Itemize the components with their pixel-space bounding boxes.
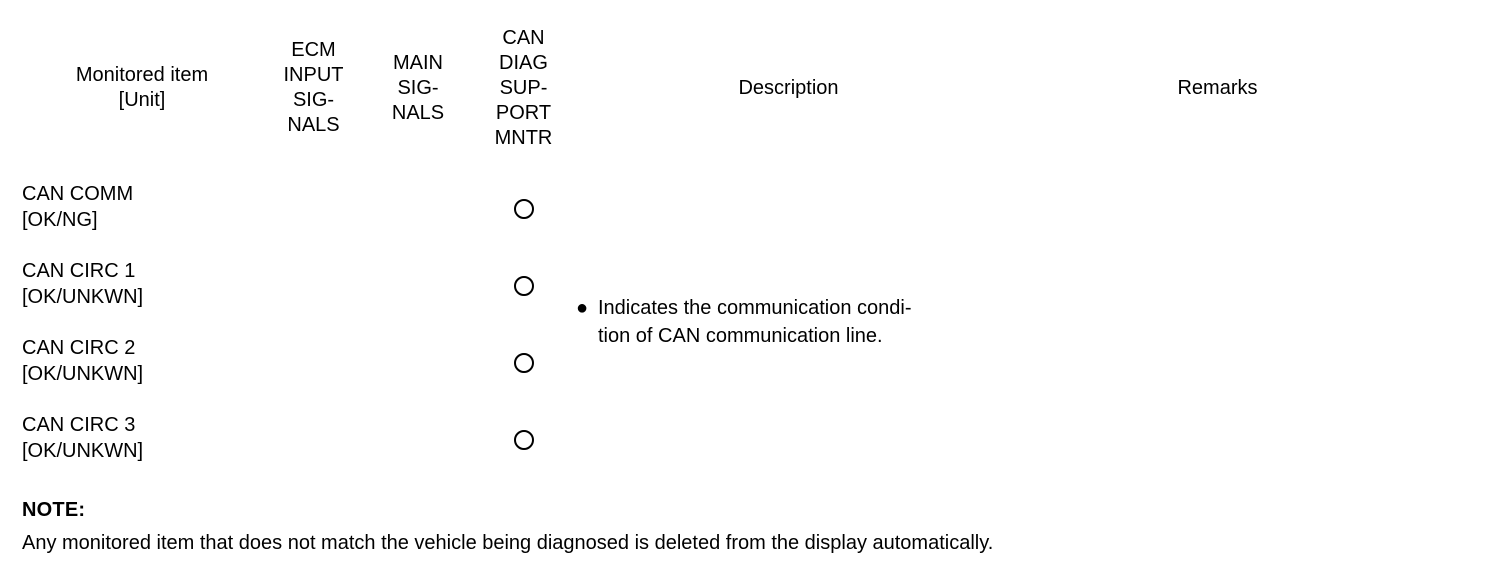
monitored-item-label: CAN CIRC 2 [OK/UNKWN] — [22, 336, 144, 385]
note-body: Any monitored item that does not match t… — [22, 532, 994, 554]
column-header-remarks: Remarks — [1001, 8, 1434, 168]
circle-mark-icon — [513, 199, 534, 219]
cell-ecm-input-signals — [262, 399, 365, 476]
column-header-description-label: Description — [738, 76, 839, 99]
cell-monitored-item: CAN CIRC 3 [OK/UNKWN] — [22, 399, 262, 476]
column-header-main-signals: MAIN SIG- NALS — [365, 8, 471, 168]
description-text: Indicates the communication condi- tion … — [598, 297, 912, 347]
monitored-item-label: CAN CIRC 1 [OK/UNKWN] — [22, 259, 144, 308]
cell-can-diag-support-mntr — [471, 399, 576, 476]
column-header-description: Description — [576, 8, 1001, 168]
cell-can-diag-support-mntr — [471, 322, 576, 399]
cell-monitored-item: CAN CIRC 1 [OK/UNKWN] — [22, 245, 262, 322]
cell-description-merged: ● Indicates the communication condi- tio… — [576, 168, 1001, 476]
column-header-ecm-input-signals-label: ECM INPUT SIG- NALS — [283, 39, 344, 136]
table-row: CAN CIRC 3 [OK/UNKWN] — [22, 399, 1434, 476]
table-body: CAN COMM [OK/NG] ● Indicates the — [22, 168, 1434, 476]
circle-mark-icon — [513, 353, 534, 373]
column-header-ecm-input-signals: ECM INPUT SIG- NALS — [262, 8, 365, 168]
circle-mark-icon — [513, 430, 534, 450]
description-bullet-row: ● Indicates the communication condi- tio… — [576, 294, 1001, 350]
column-header-can-diag-support-mntr-label: CAN DIAG SUP- PORT MNTR — [494, 26, 553, 149]
bullet-icon: ● — [576, 297, 589, 319]
cell-ecm-input-signals — [262, 245, 365, 322]
cell-can-diag-support-mntr — [471, 245, 576, 322]
column-header-monitored-item-label: Monitored item [Unit] — [75, 64, 209, 111]
circle-mark-icon — [513, 276, 534, 296]
cell-monitored-item: CAN CIRC 2 [OK/UNKWN] — [22, 322, 262, 399]
cell-ecm-input-signals — [262, 168, 365, 245]
table-header-row: Monitored item [Unit] ECM INPUT SIG- NAL… — [22, 8, 1434, 168]
cell-main-signals — [365, 168, 471, 245]
cell-can-diag-support-mntr — [471, 168, 576, 245]
monitored-item-label: CAN CIRC 3 [OK/UNKWN] — [22, 413, 144, 462]
column-header-remarks-label: Remarks — [1177, 76, 1258, 99]
column-header-main-signals-label: MAIN SIG- NALS — [391, 51, 445, 124]
cell-main-signals — [365, 245, 471, 322]
table-row: CAN CIRC 2 [OK/UNKWN] — [22, 322, 1434, 399]
monitored-item-label: CAN COMM [OK/NG] — [22, 182, 134, 231]
note-block: NOTE: Any monitored item that does not m… — [22, 497, 1472, 558]
table-row: CAN COMM [OK/NG] ● Indicates the — [22, 168, 1434, 348]
column-header-monitored-item: Monitored item [Unit] — [22, 8, 262, 168]
cell-ecm-input-signals — [262, 322, 365, 399]
column-header-can-diag-support-mntr: CAN DIAG SUP- PORT MNTR — [471, 8, 576, 168]
monitor-table-container: Monitored item [Unit] ECM INPUT SIG- NAL… — [22, 8, 1434, 476]
cell-monitored-item: CAN COMM [OK/NG] — [22, 168, 262, 245]
cell-main-signals — [365, 322, 471, 399]
monitored-item-table: Monitored item [Unit] ECM INPUT SIG- NAL… — [22, 8, 1434, 476]
cell-remarks-merged — [1001, 168, 1434, 476]
note-title: NOTE: — [22, 499, 86, 521]
table-row: CAN CIRC 1 [OK/UNKWN] — [22, 245, 1434, 322]
cell-main-signals — [365, 399, 471, 476]
